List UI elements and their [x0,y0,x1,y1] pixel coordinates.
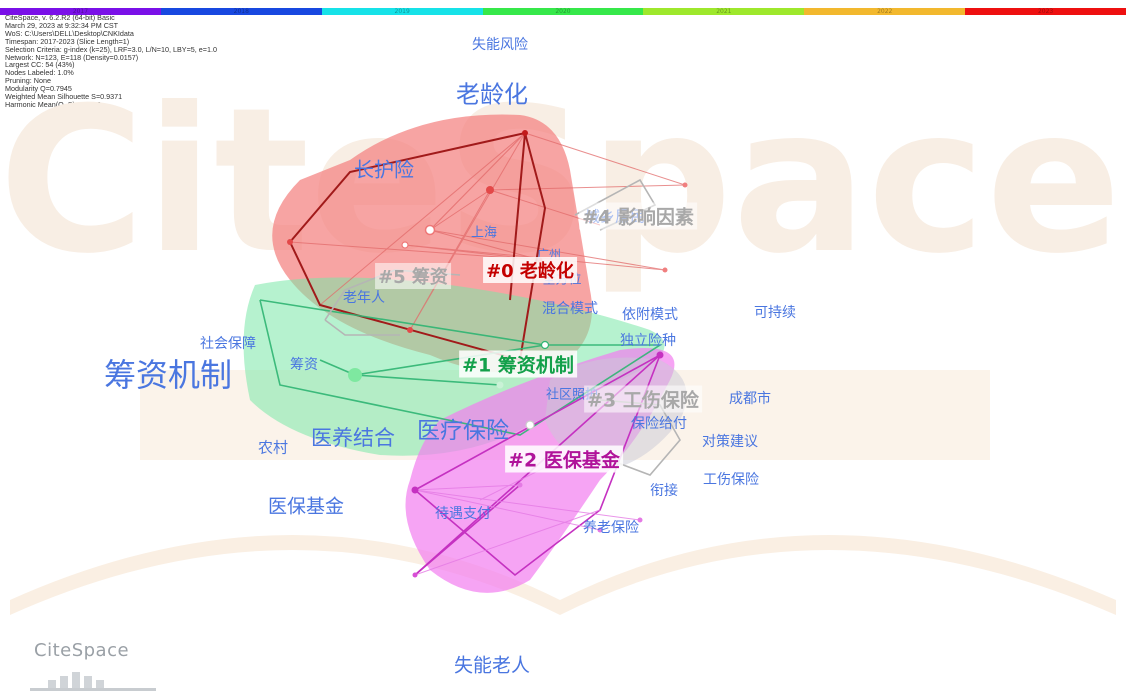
keyword-label: 社会保障 [200,336,256,352]
edges-cluster-1 [259,299,663,436]
keyword-label: 老年人 [343,290,385,306]
keyword-label: 医保基金 [267,495,345,518]
summary-line: Network: N=123, E=118 (Density=0.0157) [5,52,139,62]
cluster-label: #4 影响因素 [579,202,697,230]
timeline-segment: 2017 [0,8,161,15]
summary-line: Modularity Q=0.7945 [5,84,72,94]
timeline-segment: 2019 [321,8,483,15]
keyword-label: 依附模式 [622,307,678,323]
summary-line: Harmonic Mean(Q, S)=0.8599 [5,99,102,109]
keyword-label: 老龄化 [456,80,528,109]
cluster-label: #5 筹资 [375,263,451,289]
keyword-label: 独立险种 [620,333,676,349]
summary-line: Nodes Labeled: 1.0% [5,68,74,78]
cluster-label: #3 工伤保险 [584,385,702,413]
summary-line: Largest CC: 54 (43%) [5,60,75,70]
keyword-label: 失能风险 [472,37,528,53]
timeline-segment: 2018 [160,8,322,15]
cluster-hull-1 [243,277,665,456]
timeline-segment: 2020 [482,8,644,15]
summary-line: WoS: C:\Users\DELL\Desktop\CNKIdata [5,28,134,38]
keyword-label: 对策建议 [702,434,758,450]
summary-line: Weighted Mean Silhouette S=0.9371 [5,92,123,102]
timeline-segment: 2023 [965,8,1126,15]
keyword-label: 筹资 [290,357,318,373]
keyword-label: 医养结合 [311,426,395,450]
keyword-label: 失能老人 [453,654,531,677]
timeline-segment: 2021 [643,8,805,15]
watermark-book [10,535,1116,615]
summary-line: March 29, 2023 at 9:32:34 PM CST [5,20,119,30]
keyword-label: 可持续 [754,305,796,321]
summary-line: Pruning: None [5,76,51,86]
keyword-label: 混合模式 [542,301,598,317]
keyword-label: 衔接 [650,483,678,499]
summary-line: Timespan: 2017-2023 (Slice Length=1) [5,36,130,46]
summary-line: CiteSpace, v. 6.2.R2 (64-bit) Basic [5,13,115,22]
keyword-label: 上海 [470,225,498,241]
keyword-label: 工伤保险 [703,472,759,488]
logo-bars-icon [30,672,156,691]
keyword-label: 养老保险 [583,520,639,536]
network-nodes [287,130,688,578]
keyword-label: 成都市 [729,391,771,407]
timeline-segment: 2022 [804,8,966,15]
keyword-label: 保险给付 [631,416,687,432]
keyword-label: 长护险 [354,157,414,182]
cluster-label: #0 老龄化 [483,257,577,283]
keyword-label: 医疗保险 [417,418,509,444]
keyword-label: 农村 [257,438,289,457]
cluster-label: #2 医保基金 [505,445,623,473]
watermark-background: CiteSpace [0,65,1121,615]
keyword-label: 待遇支付 [435,506,491,522]
summary-line: Selection Criteria: g-index (k=25), LRF=… [5,44,217,54]
cluster-label: #1 筹资机制 [459,350,577,378]
citespace-logo: CiteSpace [34,640,130,661]
keyword-label: 筹资机制 [103,356,233,394]
